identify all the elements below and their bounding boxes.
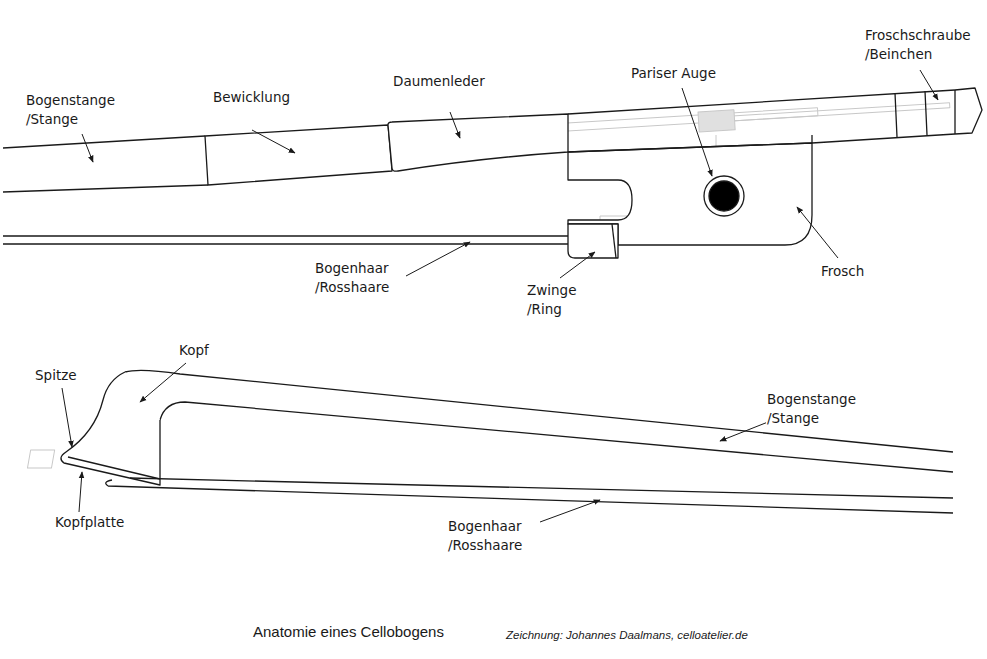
screw-button: [895, 90, 955, 137]
part-label: Daumenleder: [392, 72, 486, 91]
winding: [205, 125, 392, 185]
part-label: Kopfplatte: [54, 513, 125, 532]
stick-edge: [568, 90, 955, 114]
leader-line: [720, 422, 768, 441]
leader-line: [450, 112, 460, 138]
part-label: Bogenstange /Stange: [25, 91, 116, 129]
part-label: Froschschraube /Beinchen: [864, 26, 972, 64]
part-label: Zwinge /Ring: [526, 281, 577, 319]
leader-line: [682, 88, 712, 176]
leader-line: [406, 242, 470, 276]
part-label: Frosch: [820, 262, 865, 281]
leader-line: [540, 500, 600, 522]
leader-line: [920, 70, 938, 100]
part-label: Spitze: [34, 366, 78, 385]
leader-line: [560, 252, 595, 278]
paris-eye: [704, 176, 744, 216]
head: [61, 372, 160, 485]
bow-hair: [106, 478, 953, 513]
thumb-leather: [388, 114, 568, 171]
caption: Anatomie eines Cellobogens: [252, 622, 445, 641]
leader-line: [140, 363, 186, 402]
part-label: Kopf: [178, 341, 210, 360]
leader-line: [797, 207, 838, 258]
part-label: Bogenstange /Stange: [766, 390, 857, 428]
screw-button: [955, 88, 982, 134]
leader-line: [82, 134, 93, 162]
leader-line: [62, 388, 72, 447]
part-label: Bogenhaar /Rosshaare: [447, 517, 523, 555]
credit-note: Zeichnung: Johannes Daalmans, celloateli…: [505, 626, 749, 645]
bow-hair: [3, 236, 568, 244]
leader-line: [252, 130, 295, 153]
part-label: Bewicklung: [212, 88, 291, 107]
stick-edge: [3, 136, 205, 148]
part-label: Pariser Auge: [630, 64, 717, 83]
stick-edge: [3, 185, 208, 192]
stick-edge: [125, 370, 953, 452]
leader-line: [79, 472, 82, 512]
part-label: Bogenhaar /Rosshaare: [314, 259, 390, 297]
